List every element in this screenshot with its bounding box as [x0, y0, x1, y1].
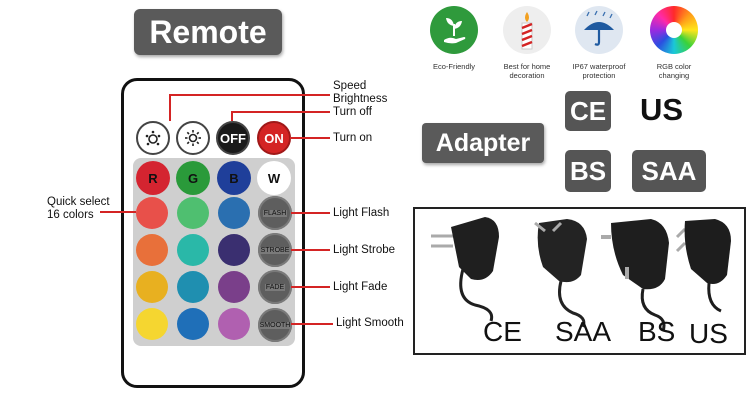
color-button[interactable]	[218, 234, 250, 266]
off-button[interactable]: OFF	[216, 121, 250, 155]
light-smooth-label: Light Smooth	[336, 317, 404, 329]
ce-plug-icon	[431, 217, 499, 322]
bs-plug-icon	[601, 219, 669, 332]
us-code-badge: US	[640, 92, 684, 127]
smooth-button-label: SMOOTH	[258, 321, 292, 329]
adapter-title: Adapter	[422, 123, 544, 163]
bs-code-badge: BS	[565, 150, 611, 192]
rgb-caption: RGB color changing	[656, 62, 692, 80]
color-button[interactable]	[136, 271, 168, 303]
saa-code-badge: SAA	[632, 150, 706, 192]
blue-button[interactable]: B	[217, 161, 251, 195]
plugs-illustration	[431, 217, 731, 332]
waterproof-caption: IP67 waterproof protection	[572, 62, 626, 80]
saa-plug-icon	[534, 219, 587, 328]
color-button[interactable]	[218, 308, 250, 340]
eco-friendly-caption: Eco-Friendly	[432, 62, 476, 71]
flash-button-label: FLASH	[262, 209, 288, 217]
turn-on-label: Turn on	[333, 132, 373, 144]
ce-plug-label: CE	[483, 316, 522, 347]
remote-title-text: Remote	[149, 13, 267, 50]
quick-select-label-2: 16 colors	[47, 209, 94, 221]
color-button[interactable]	[218, 271, 250, 303]
adapter-title-text: Adapter	[435, 128, 531, 157]
color-button[interactable]	[136, 197, 168, 229]
white-button-label: W	[267, 170, 281, 186]
brightness-icon	[185, 130, 201, 146]
color-button[interactable]	[177, 197, 209, 229]
off-button-label: OFF	[220, 130, 246, 146]
speed-icon	[145, 130, 161, 146]
strobe-button[interactable]: STROBE	[258, 233, 292, 267]
fade-button[interactable]: FADE	[258, 270, 292, 304]
saa-plug-label: SAA	[555, 316, 612, 347]
adapter-photo-frame	[413, 207, 746, 355]
color-button[interactable]	[218, 197, 250, 229]
brightness-button[interactable]	[176, 121, 210, 155]
quick-select-label-1: Quick select	[47, 196, 110, 208]
white-button[interactable]: W	[257, 161, 291, 195]
home-decoration-caption: Best for home decoration	[503, 62, 551, 80]
turn-off-label: Turn off	[333, 106, 372, 118]
umbrella-rain-icon	[575, 6, 623, 54]
fade-button-label: FADE	[264, 283, 286, 291]
brightness-label: Brightness	[333, 93, 388, 105]
color-button[interactable]	[136, 308, 168, 340]
color-wheel-icon	[650, 6, 698, 54]
light-fade-label: Light Fade	[333, 281, 388, 293]
flash-button[interactable]: FLASH	[258, 196, 292, 230]
red-button-label: R	[148, 170, 158, 186]
green-button[interactable]: G	[176, 161, 210, 195]
speed-button[interactable]	[136, 121, 170, 155]
strobe-button-label: STROBE	[259, 246, 291, 254]
color-button[interactable]	[177, 271, 209, 303]
candle-icon	[503, 6, 551, 54]
smooth-button[interactable]: SMOOTH	[258, 308, 292, 342]
color-button[interactable]	[177, 234, 209, 266]
blue-button-label: B	[229, 170, 239, 186]
on-button-label: ON	[264, 130, 284, 146]
color-button[interactable]	[177, 308, 209, 340]
light-strobe-label: Light Strobe	[333, 244, 396, 256]
red-button[interactable]: R	[136, 161, 170, 195]
speed-label: Speed	[333, 80, 367, 92]
light-flash-label: Light Flash	[333, 207, 390, 219]
color-button[interactable]	[136, 234, 168, 266]
us-plug-label: US	[689, 318, 728, 349]
bs-plug-label: BS	[638, 316, 676, 347]
eco-friendly-icon	[430, 6, 478, 54]
us-plug-icon	[675, 219, 731, 313]
green-button-label: G	[187, 170, 199, 186]
ce-code-badge: CE	[565, 91, 611, 131]
remote-title: Remote	[134, 9, 282, 55]
